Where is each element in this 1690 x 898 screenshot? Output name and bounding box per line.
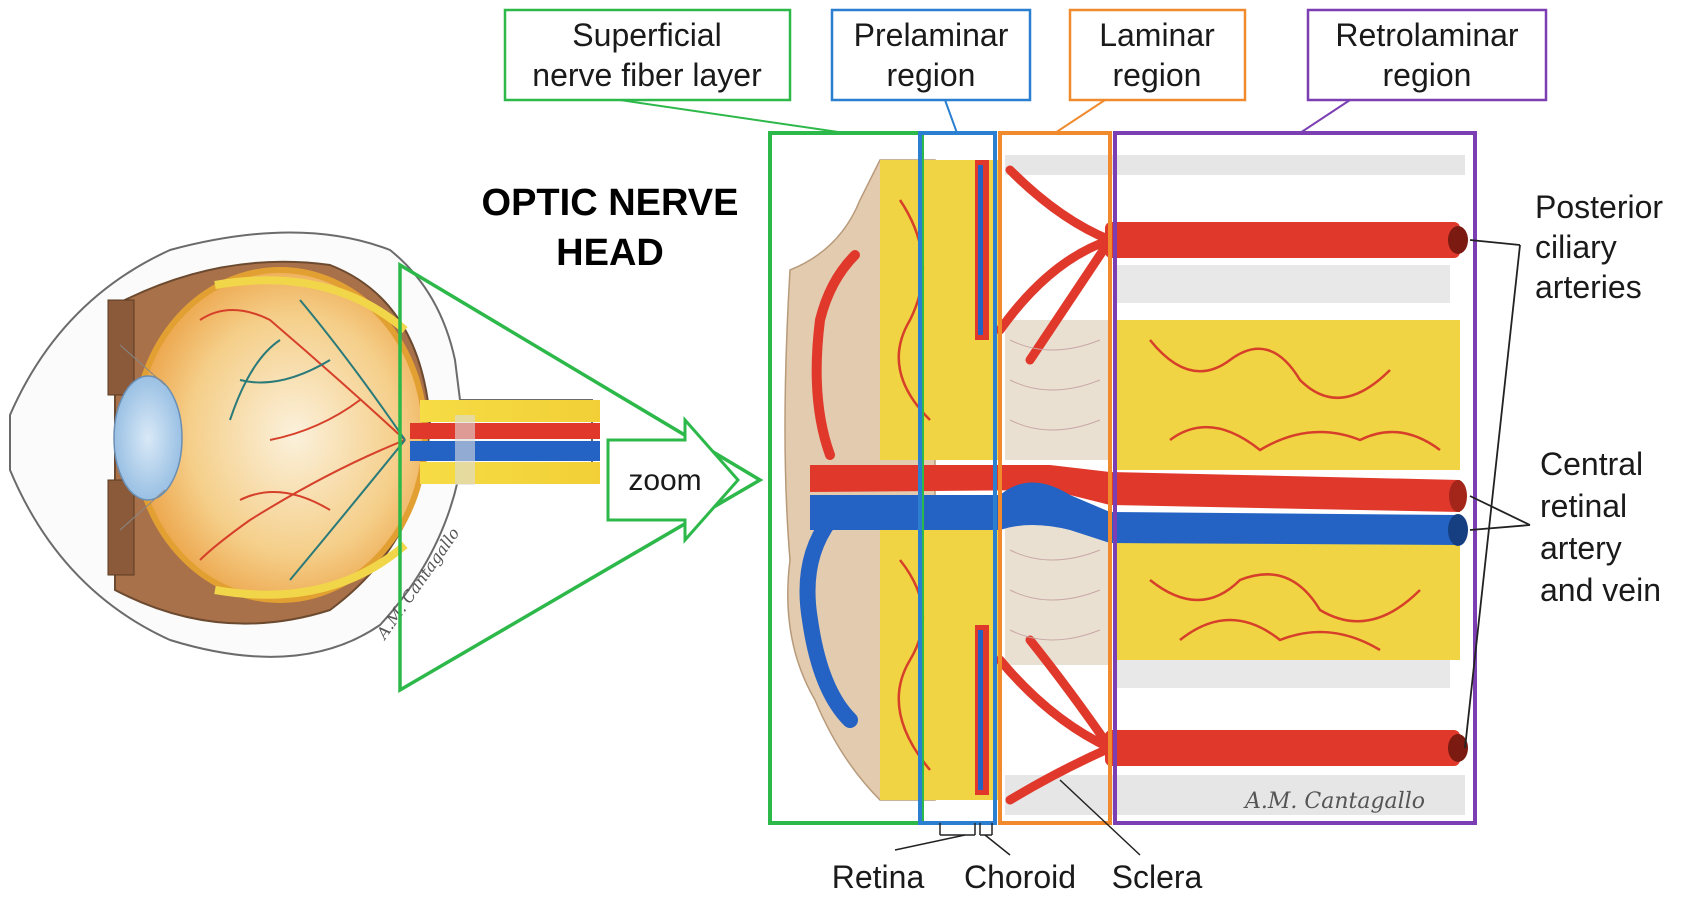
central-line1: Central bbox=[1540, 446, 1643, 482]
posterior-ciliary-artery-lower bbox=[1105, 730, 1460, 766]
region-label-laminar-line2: region bbox=[1113, 57, 1202, 93]
region-label-prelaminar-line1: Prelaminar bbox=[854, 17, 1009, 53]
central-line3: artery bbox=[1540, 530, 1622, 566]
region-label-laminar: Laminar region bbox=[1055, 10, 1245, 133]
eye-illustration: A.M. Cantagallo bbox=[10, 233, 600, 657]
region-label-retrolaminar: Retrolaminar region bbox=[1300, 10, 1546, 133]
label-retina: Retina bbox=[832, 859, 925, 895]
eye-lens bbox=[114, 376, 182, 500]
eye-optic-nerve-yellow-bottom bbox=[420, 462, 600, 484]
central-leader-artery bbox=[1470, 496, 1530, 525]
label-central-retinal-artery-vein: Central retinal artery and vein bbox=[1470, 446, 1661, 608]
central-line2: retinal bbox=[1540, 488, 1627, 524]
region-label-retrolaminar-line1: Retrolaminar bbox=[1335, 17, 1519, 53]
label-choroid: Choroid bbox=[964, 859, 1076, 895]
label-sclera: Sclera bbox=[1112, 859, 1203, 895]
zoom-label: zoom bbox=[628, 464, 701, 497]
title-line-1: OPTIC NERVE bbox=[482, 182, 739, 224]
region-label-laminar-line1: Laminar bbox=[1099, 17, 1215, 53]
nerve-signature: A.M. Cantagallo bbox=[1243, 789, 1425, 814]
posterior-leader-upper bbox=[1470, 240, 1520, 245]
posterior-ciliary-artery-upper bbox=[1105, 222, 1460, 258]
central-line4: and vein bbox=[1540, 572, 1661, 608]
region-label-superficial-line2: nerve fiber layer bbox=[532, 57, 762, 93]
posterior-line3: arteries bbox=[1535, 269, 1642, 305]
eye-iris-upper bbox=[108, 300, 134, 395]
region-label-retrolaminar-line2: region bbox=[1383, 57, 1472, 93]
posterior-line2: ciliary bbox=[1535, 229, 1617, 265]
eye-optic-artery bbox=[410, 423, 600, 439]
region-label-prelaminar-line2: region bbox=[887, 57, 976, 93]
eye-optic-vein bbox=[410, 441, 600, 461]
region-label-superficial: Superficial nerve fiber layer bbox=[505, 10, 845, 133]
retrolaminar-tissue-upper bbox=[1115, 320, 1460, 470]
retrolaminar-tissue-lower bbox=[1115, 535, 1460, 660]
title-line-2: HEAD bbox=[556, 232, 664, 274]
region-label-superficial-line1: Superficial bbox=[572, 17, 721, 53]
region-label-prelaminar: Prelaminar region bbox=[832, 10, 1030, 133]
eye-optic-nerve-yellow-top bbox=[420, 400, 600, 422]
central-leader-vein bbox=[1470, 525, 1530, 530]
posterior-line1: Posterior bbox=[1535, 189, 1663, 225]
eye-iris-lower bbox=[108, 480, 134, 575]
optic-nerve-head-illustration: A.M. Cantagallo bbox=[785, 155, 1468, 815]
